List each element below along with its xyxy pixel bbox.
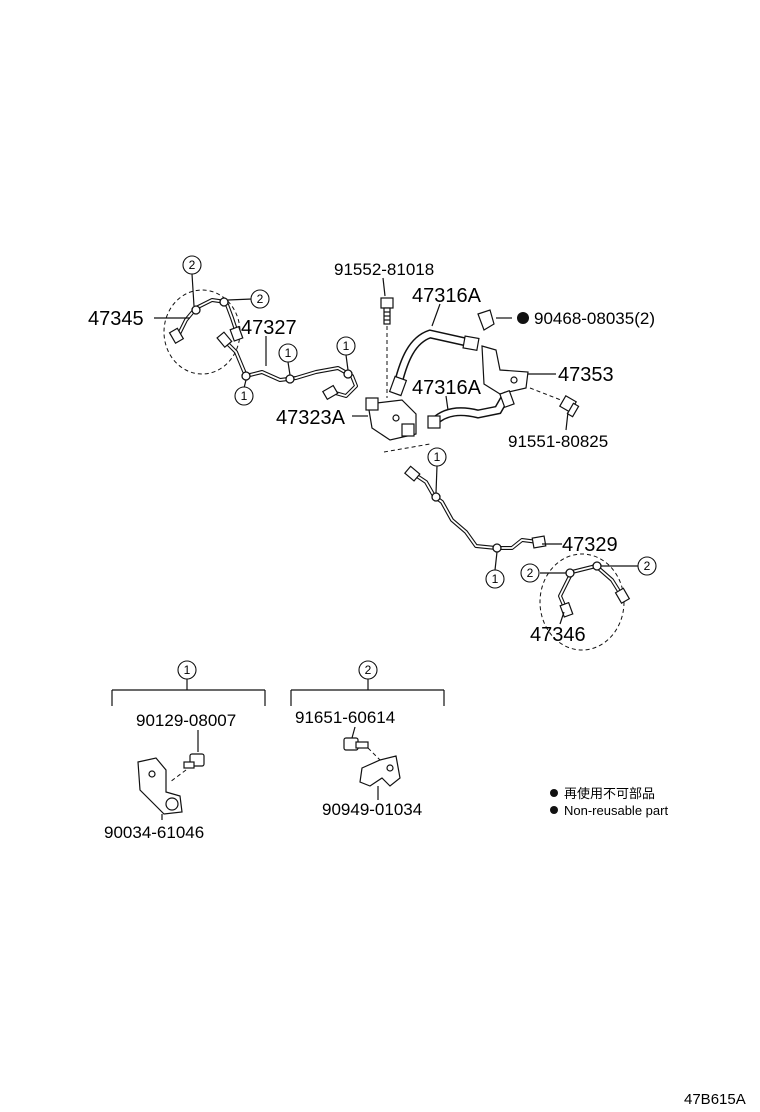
part-label-47316a-top: 47316A [412, 285, 482, 307]
callout-1: 1 [278, 343, 298, 363]
part-label-90949-01034: 90949-01034 [322, 800, 422, 819]
clamp-kit-1-detail: 1 90129-08007 90034-61046 [104, 660, 266, 842]
tube-47329 [412, 472, 540, 550]
part-label-47353: 47353 [558, 364, 614, 386]
callout-1: 1 [336, 336, 356, 356]
callout-2: 2 [182, 255, 202, 275]
front-left-brake-tube-assembly [163, 289, 358, 401]
part-label-90129-08007: 90129-08007 [136, 711, 236, 730]
part-label-91551-80825: 91551-80825 [508, 432, 608, 451]
svg-text:2: 2 [644, 559, 651, 573]
svg-text:1: 1 [434, 450, 441, 464]
part-label-90034-61046: 90034-61046 [104, 823, 204, 842]
part-label-47316a-mid: 47316A [412, 377, 482, 399]
legend-text-jp: 再使用不可部品 [564, 786, 655, 801]
callout-2: 2 [250, 289, 270, 309]
callout-1: 1 [234, 386, 254, 406]
kit-2-marker: 2 [365, 663, 372, 677]
part-label-47345: 47345 [88, 308, 144, 330]
part-labels: 47345 47327 91552-81018 47316A 90468-080… [88, 260, 655, 646]
part-label-90468-08035: 90468-08035(2) [534, 309, 655, 328]
callout-2: 2 [637, 556, 657, 576]
legend-dot-jp [550, 789, 558, 797]
leader-lines [154, 273, 638, 625]
svg-text:2: 2 [527, 566, 534, 580]
callout-1: 1 [485, 569, 505, 589]
svg-text:2: 2 [257, 292, 264, 306]
bracket-47353 [481, 345, 529, 395]
svg-text:1: 1 [343, 339, 350, 353]
clip-90468 [477, 309, 495, 331]
svg-text:1: 1 [285, 346, 292, 360]
clamp-kit-2-detail: 2 91651-60614 90949-01034 [290, 660, 445, 819]
legend-text-en: Non-reusable part [564, 803, 668, 818]
figure-code: 47B615A [684, 1091, 746, 1108]
center-hose-bracket-assembly [365, 297, 580, 453]
legend: 再使用不可部品 Non-reusable part [550, 786, 668, 818]
callout-1: 1 [427, 447, 447, 467]
part-label-91651-60614: 91651-60614 [295, 708, 395, 727]
svg-text:1: 1 [241, 389, 248, 403]
part-label-47323a: 47323A [276, 407, 346, 429]
kit-1-marker: 1 [184, 663, 191, 677]
svg-text:1: 1 [492, 572, 499, 586]
part-label-47327: 47327 [241, 317, 297, 339]
non-reusable-marker [517, 312, 529, 324]
rear-right-brake-tube-assembly [403, 465, 631, 651]
part-label-91552-81018: 91552-81018 [334, 260, 434, 279]
part-label-47329: 47329 [562, 534, 618, 556]
part-label-47346: 47346 [530, 624, 586, 646]
callout-2: 2 [520, 563, 540, 583]
bolt-91551 [558, 394, 580, 418]
bolt-91552 [380, 297, 394, 325]
callout-markers: 2 2 1 1 1 1 1 2 2 [182, 255, 657, 589]
block-47323a [365, 397, 417, 441]
legend-dot-en [550, 806, 558, 814]
svg-text:2: 2 [189, 258, 196, 272]
